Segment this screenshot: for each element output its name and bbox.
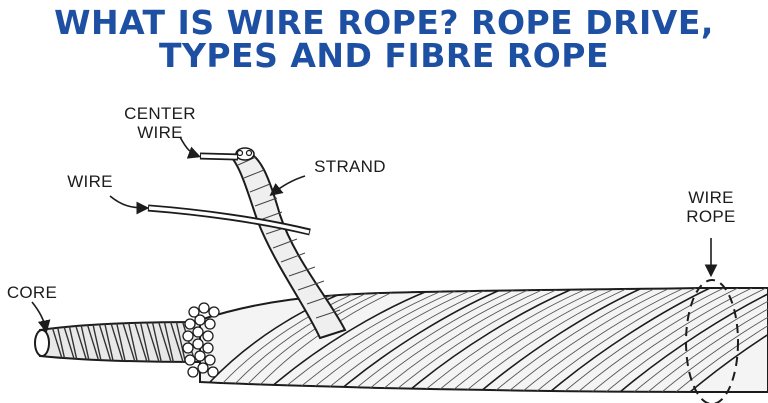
- leader-lines: [31, 136, 718, 334]
- single-wire: [147, 204, 311, 236]
- core-label: CORE: [6, 283, 58, 302]
- wire-label: WIRE: [67, 172, 113, 191]
- title-line-1: WHAT IS WIRE ROPE? ROPE DRIVE,: [54, 3, 714, 42]
- wire-rope-label-line-1: WIRE: [688, 188, 734, 207]
- wire-rope-label-line-2: ROPE: [686, 207, 736, 226]
- strand-label: STRAND: [314, 157, 386, 176]
- center-wire-label: CENTER WIRE: [112, 104, 208, 142]
- wire-rope-section-outline: [685, 279, 739, 403]
- fibre-core: [34, 320, 201, 364]
- rope-body: [182, 287, 768, 393]
- center-wire-label-line-2: WIRE: [137, 123, 183, 142]
- wire-rope-label: WIRE ROPE: [668, 188, 754, 226]
- page-title: WHAT IS WIRE ROPE? ROPE DRIVE, TYPES AND…: [0, 6, 768, 72]
- center-wire-label-line-1: CENTER: [124, 104, 196, 123]
- center-wire: [199, 152, 239, 161]
- title-line-2: TYPES AND FIBRE ROPE: [158, 36, 610, 75]
